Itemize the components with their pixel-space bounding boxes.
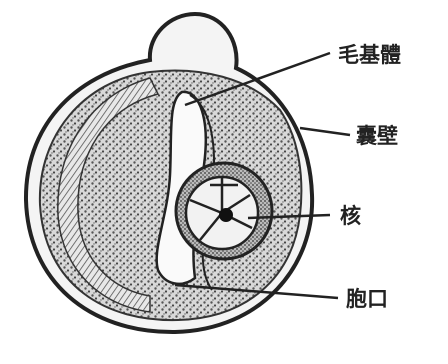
label-cyst-wall: 囊壁 — [355, 123, 398, 148]
label-basal-body: 毛基體 — [338, 42, 401, 67]
leader-cyst-wall — [300, 128, 350, 135]
nucleolus — [219, 208, 233, 222]
label-nucleus: 核 — [340, 203, 361, 228]
label-cytostome: 胞口 — [346, 286, 388, 311]
